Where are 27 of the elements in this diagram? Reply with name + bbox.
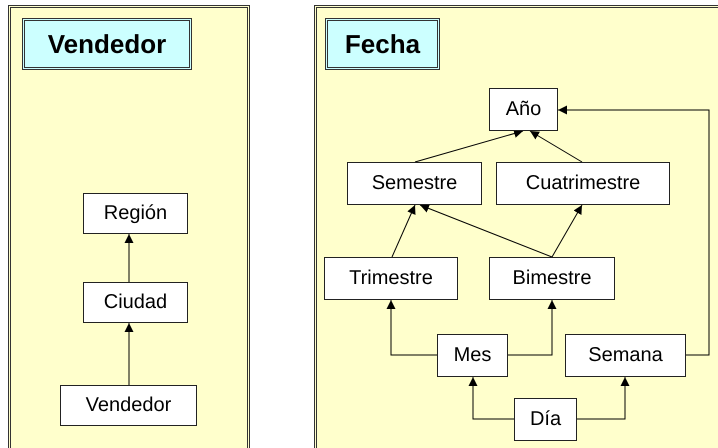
level-box: Trimestre (324, 257, 458, 300)
arrow (508, 300, 556, 356)
level-box: Bimestre (489, 257, 615, 300)
dimension-panel (8, 5, 250, 448)
arrow (558, 106, 710, 356)
arrow (392, 204, 416, 258)
panel-heading: Vendedor (22, 18, 192, 70)
level-box: Semestre (347, 162, 482, 205)
arrow (124, 322, 134, 386)
arrow (414, 129, 524, 162)
arrow (576, 376, 630, 420)
level-box: Año (489, 88, 558, 131)
arrow (552, 204, 582, 258)
level-box: Vendedor (60, 385, 197, 426)
level-box: Región (83, 193, 188, 234)
arrow (530, 130, 582, 162)
dimension-panel (314, 5, 718, 448)
arrow (124, 234, 134, 282)
level-box: Semana (565, 334, 686, 377)
level-box: Día (514, 398, 577, 441)
level-box: Ciudad (83, 282, 188, 323)
arrow (386, 300, 438, 356)
panel-heading: Fecha (325, 18, 440, 70)
level-box: Mes (437, 334, 508, 377)
level-box: Cuatrimestre (496, 162, 670, 205)
arrow (420, 204, 552, 258)
arrow (468, 376, 514, 420)
